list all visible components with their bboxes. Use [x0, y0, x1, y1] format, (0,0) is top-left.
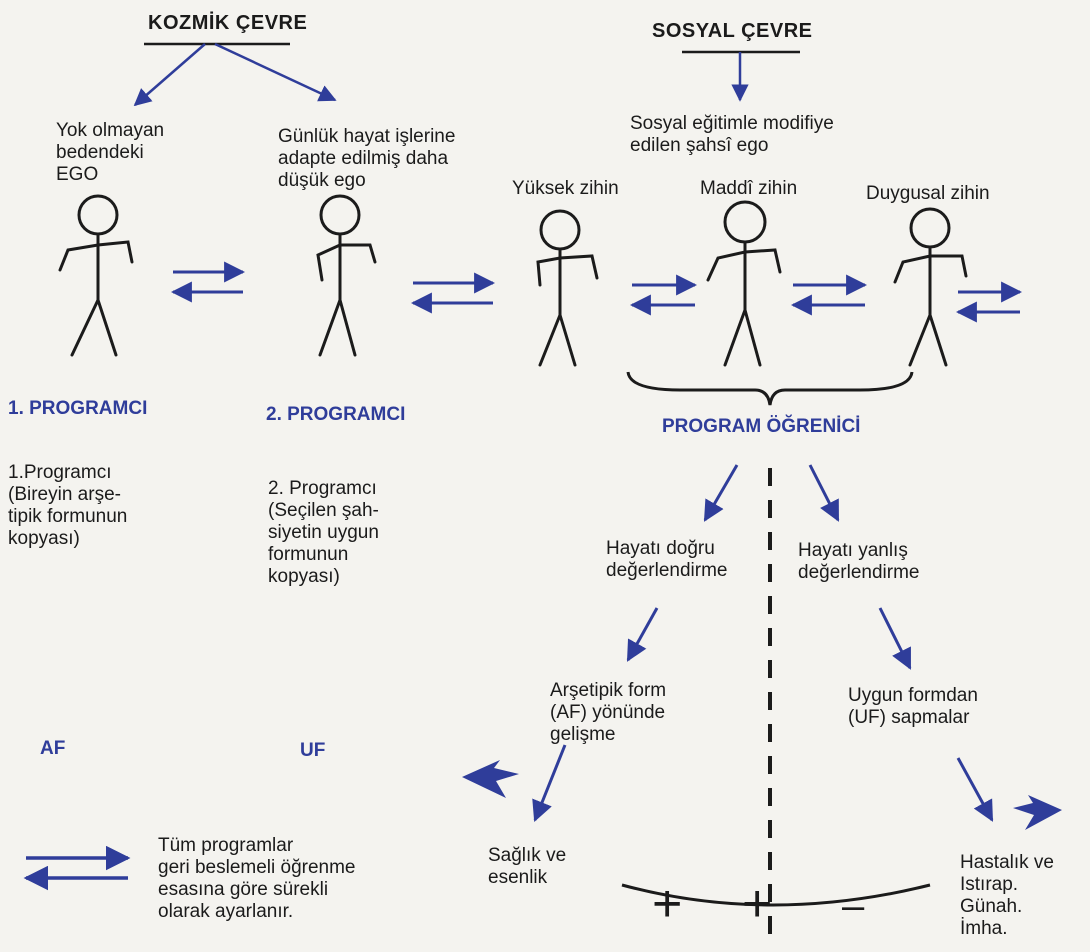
programmer-1-title: 1. PROGRAMCI	[8, 398, 148, 419]
ego-caption: Yok olmayan bedendeki EGO	[56, 120, 165, 185]
deviation-from-form: Uygun formdan (UF) sapmalar	[848, 685, 978, 728]
program-learner-title: PROGRAM ÖĞRENİCİ	[662, 416, 861, 437]
cosmic-arrow-left	[133, 43, 206, 107]
uf-wedge-arrow	[1013, 795, 1062, 830]
outcome-arc	[621, 883, 931, 907]
archetypal-development: Arşetipik form (AF) yönünde gelişme	[550, 680, 667, 745]
legend-arrows	[23, 845, 131, 891]
exchange-arrows-2	[410, 272, 496, 314]
stick-figure-material-mind	[706, 200, 782, 367]
plus-sign-2: +	[742, 875, 773, 933]
stick-figure-ego	[58, 194, 134, 357]
exchange-arrows-4	[790, 274, 868, 316]
social-ego-caption: Sosyal eğitimle modifiye edilen şahsî eg…	[630, 113, 834, 156]
emotional-mind-caption: Duygusal zihin	[866, 183, 990, 204]
minus-sign: –	[842, 884, 865, 928]
af-wedge-arrow	[462, 760, 519, 798]
stick-figure-higher-mind	[536, 209, 599, 367]
lower-ego-caption: Günlük hayat işlerine adapte edilmiş dah…	[278, 126, 456, 191]
exchange-arrows-5	[955, 281, 1023, 323]
cosmic-environment-title: KOZMİK ÇEVRE	[148, 12, 308, 34]
exchange-arrows-3	[629, 274, 698, 316]
programmer-2-description: 2. Programcı (Seçilen şah- siyetin uygun…	[268, 478, 379, 587]
social-environment-title: SOSYAL ÇEVRE	[652, 20, 813, 42]
correct-evaluation: Hayatı doğru değerlendirme	[606, 538, 728, 581]
uf-label: UF	[300, 740, 326, 761]
branch-arrows	[532, 464, 994, 822]
legend-text: Tüm programlar geri beslemeli öğrenme es…	[158, 835, 356, 922]
stick-figure-lower-ego	[316, 194, 377, 357]
stick-figure-emotional-mind	[893, 207, 968, 367]
af-label: AF	[40, 738, 66, 759]
exchange-arrows-1	[170, 261, 246, 303]
material-mind-caption: Maddî zihin	[700, 178, 798, 199]
learner-brace	[626, 371, 914, 406]
programmer-2-title: 2. PROGRAMCI	[266, 404, 406, 425]
illness-outcome: Hastalık ve Istırap. Günah. İmha.	[960, 852, 1054, 939]
programmer-1-description: 1.Programcı (Bireyin arşe- tipik formunu…	[8, 462, 128, 549]
plus-sign-1: +	[652, 875, 683, 933]
higher-mind-caption: Yüksek zihin	[512, 178, 619, 199]
cosmic-arrow-right	[214, 42, 337, 102]
wrong-evaluation: Hayatı yanlış değerlendirme	[798, 540, 920, 583]
health-outcome: Sağlık ve esenlik	[488, 845, 567, 888]
